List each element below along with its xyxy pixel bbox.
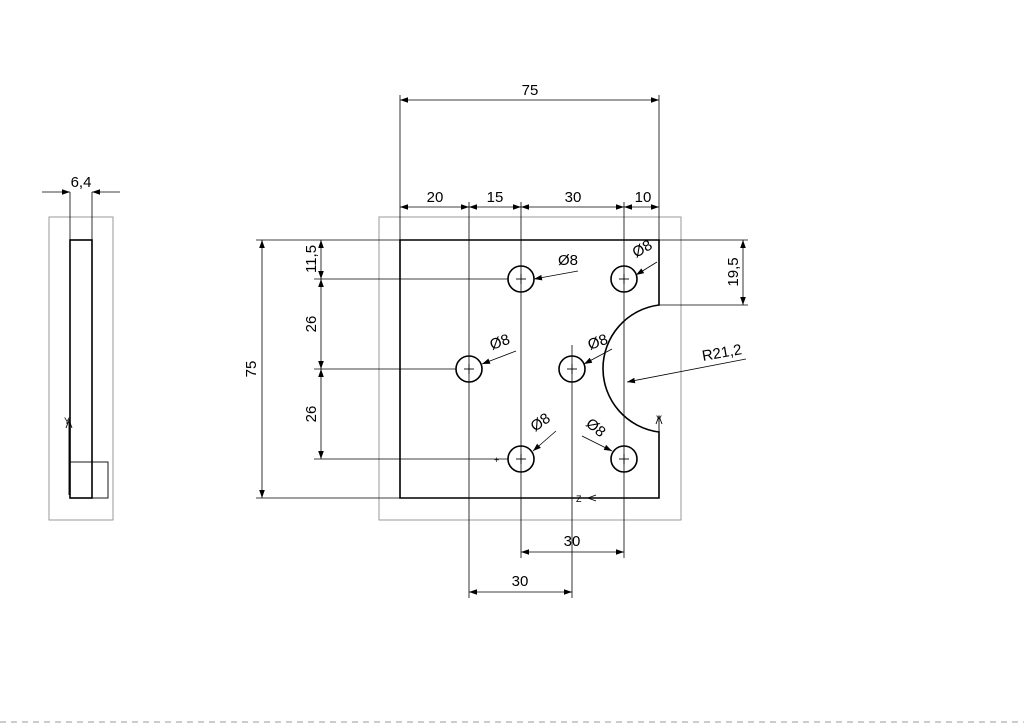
hole-diameter-label: Ø8: [582, 415, 608, 441]
part-outline: [399, 239, 660, 499]
side-view: Y 6,4: [42, 174, 120, 521]
axis-z-arrow-icon: [586, 494, 597, 502]
hole-leader: [581, 435, 613, 452]
dim-right-label: 19,5: [725, 257, 742, 286]
dim-top-label: 15: [487, 189, 504, 206]
dim-bottom-label: 30: [512, 573, 529, 590]
axis-y-arrow-icon: [655, 414, 663, 425]
dim-left-label: 26: [303, 316, 320, 333]
dim-top-label: 20: [427, 189, 444, 206]
axis-y-label: Y: [656, 414, 662, 424]
axis-z-label: Z: [576, 494, 582, 504]
hole-leader: [583, 348, 613, 365]
hole-leader: [481, 350, 517, 365]
dim-overall-width-label: 75: [522, 82, 539, 99]
hole-leader: [532, 430, 557, 452]
hole-diameter-label: Ø8: [558, 252, 578, 269]
side-view-plate: [69, 239, 93, 499]
front-view: Y Z +: [243, 82, 748, 598]
hole-diameter-label: Ø8: [488, 331, 513, 354]
side-axis-arrow-icon: [65, 418, 73, 429]
side-view-frame: [48, 216, 114, 521]
front-view-frame: [378, 216, 682, 521]
side-thickness-label: 6,4: [71, 174, 92, 191]
hole-leader: [533, 270, 579, 281]
radius-leader: [626, 358, 747, 384]
dim-left-label: 26: [303, 406, 320, 423]
dim-top-label: 10: [635, 189, 652, 206]
svg-text:+: +: [494, 455, 499, 465]
dim-top-label: 30: [565, 189, 582, 206]
dim-overall-height-label: 75: [243, 361, 260, 378]
dim-bottom-label: 30: [564, 533, 581, 550]
radius-label: R21,2: [701, 341, 743, 365]
side-view-detail-box: [69, 461, 109, 499]
hole-leader: [635, 261, 658, 276]
hole-diameter-label: Ø8: [528, 410, 554, 435]
dim-left-label: 11,5: [303, 245, 320, 273]
hole-diameter-label: Ø8: [586, 331, 611, 354]
side-axis-label: Y: [64, 416, 70, 426]
